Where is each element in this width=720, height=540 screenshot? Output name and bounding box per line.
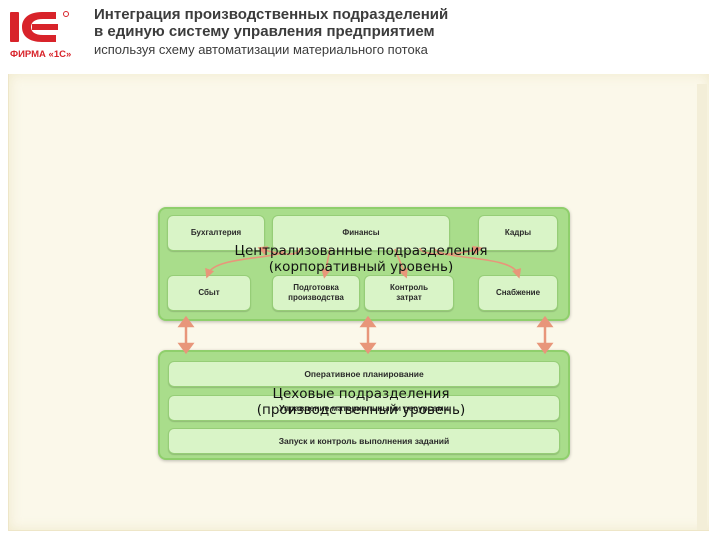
bar-operational-planning: Оперативное планирование: [168, 361, 560, 387]
unit-accounting: Бухгалтерия: [167, 215, 265, 251]
bar-task-launch-control: Запуск и контроль выполнения заданий: [168, 428, 560, 454]
shop-divisions-label: Цеховые подразделения (производственный …: [200, 386, 522, 418]
unit-hr-label: Кадры: [504, 228, 532, 237]
unit-production-prep: Подготовка производства: [272, 275, 360, 311]
unit-finance: Финансы: [272, 215, 450, 251]
unit-accounting-label: Бухгалтерия: [190, 228, 242, 237]
slide-title: Интеграция производственных подразделени…: [94, 6, 448, 40]
unit-sales: Сбыт: [167, 275, 251, 311]
unit-cost-control: Контроль затрат: [364, 275, 454, 311]
unit-sales-label: Сбыт: [198, 288, 220, 297]
unit-prep-label-1: Подготовка: [293, 283, 339, 292]
bar-launch-label: Запуск и контроль выполнения заданий: [278, 436, 450, 446]
central-label-line-2: (корпоративный уровень): [268, 259, 454, 275]
bar-resources-label: Управление материальными ресурсами: [279, 403, 449, 413]
unit-supply: Снабжение: [478, 275, 558, 311]
unit-supply-label: Снабжение: [495, 288, 541, 297]
firma-1c-logo: ФИРМА «1С»: [10, 11, 71, 60]
svg-text:ФИРМА «1С»: ФИРМА «1С»: [10, 49, 71, 60]
central-label-line-1: Централизованные подразделения: [234, 243, 488, 259]
title-line-1: Интеграция производственных подразделени…: [94, 6, 449, 23]
shop-label-line-2: (производственный уровень): [256, 402, 466, 418]
slide-subtitle: используя схему автоматизации материальн…: [94, 42, 428, 57]
slide-header: ФИРМА «1С» Интеграция производственных п…: [0, 0, 720, 72]
unit-prep-label-2: производства: [288, 293, 344, 302]
central-divisions-label: Централизованные подразделения (корпорат…: [200, 243, 522, 275]
bar-material-resources: Управление материальными ресурсами: [168, 395, 560, 421]
bar-planning-label: Оперативное планирование: [304, 369, 424, 379]
unit-control-label-2: затрат: [396, 293, 422, 302]
unit-finance-label: Финансы: [342, 228, 380, 237]
title-line-2: в единую систему управления предприятием: [94, 23, 435, 40]
shop-label-line-1: Цеховые подразделения: [272, 386, 450, 402]
canvas-right-edge: [697, 84, 707, 530]
unit-control-label-1: Контроль: [389, 283, 429, 292]
